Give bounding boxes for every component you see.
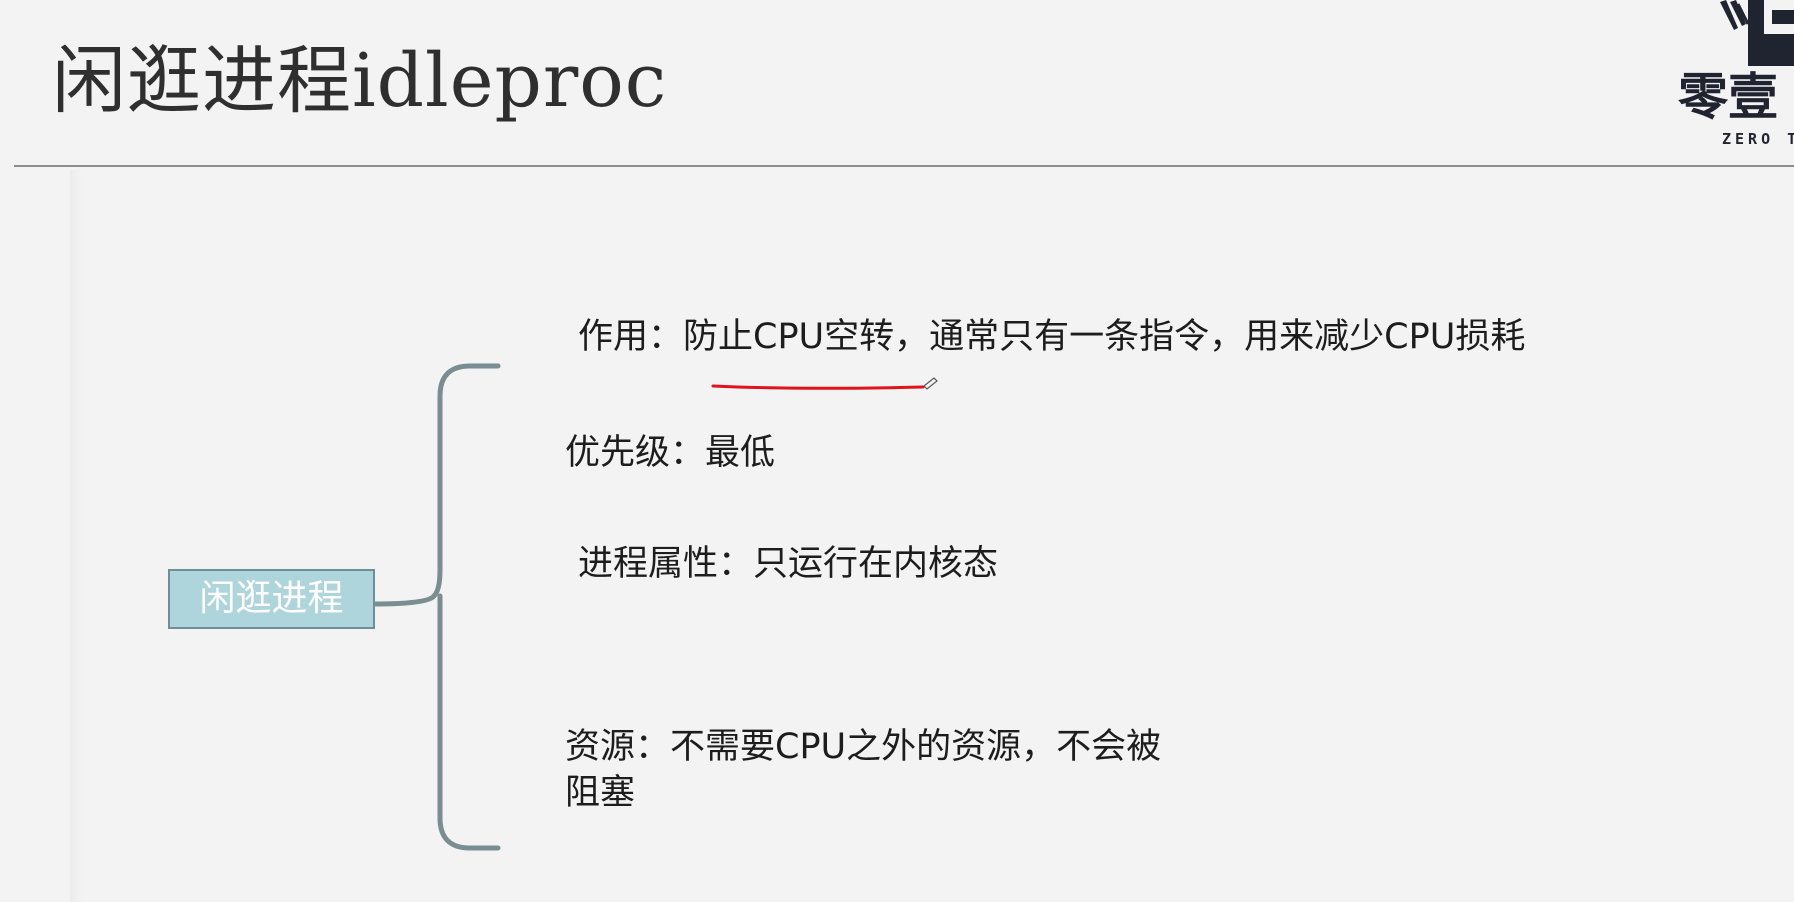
panel-shadow <box>70 170 82 902</box>
item-priority: 优先级：最低 <box>565 433 776 473</box>
item-resources-line2: 阻塞 <box>565 773 636 813</box>
item-resources-line1: 资源：不需要CPU之外的资源，不会被 <box>565 727 1162 767</box>
mindmap-root-node: 闲逛进程 <box>168 569 375 629</box>
book-logo-icon <box>1720 0 1794 66</box>
title-divider <box>14 165 1794 167</box>
item-purpose: 作用：防止CPU空转，通常只有一条指令，用来减少CPU损耗 <box>578 317 1526 357</box>
logo-name: 零壹 <box>1678 68 1778 126</box>
item-process-attribute: 进程属性：只运行在内核态 <box>578 544 999 584</box>
brand-logo: 零壹 ZERO T <box>1672 0 1794 150</box>
item-resources: 资源：不需要CPU之外的资源，不会被 阻塞 <box>565 724 1265 816</box>
logo-subtitle: ZERO T <box>1722 130 1794 148</box>
slide-title: 闲逛进程idleproc <box>52 38 668 124</box>
